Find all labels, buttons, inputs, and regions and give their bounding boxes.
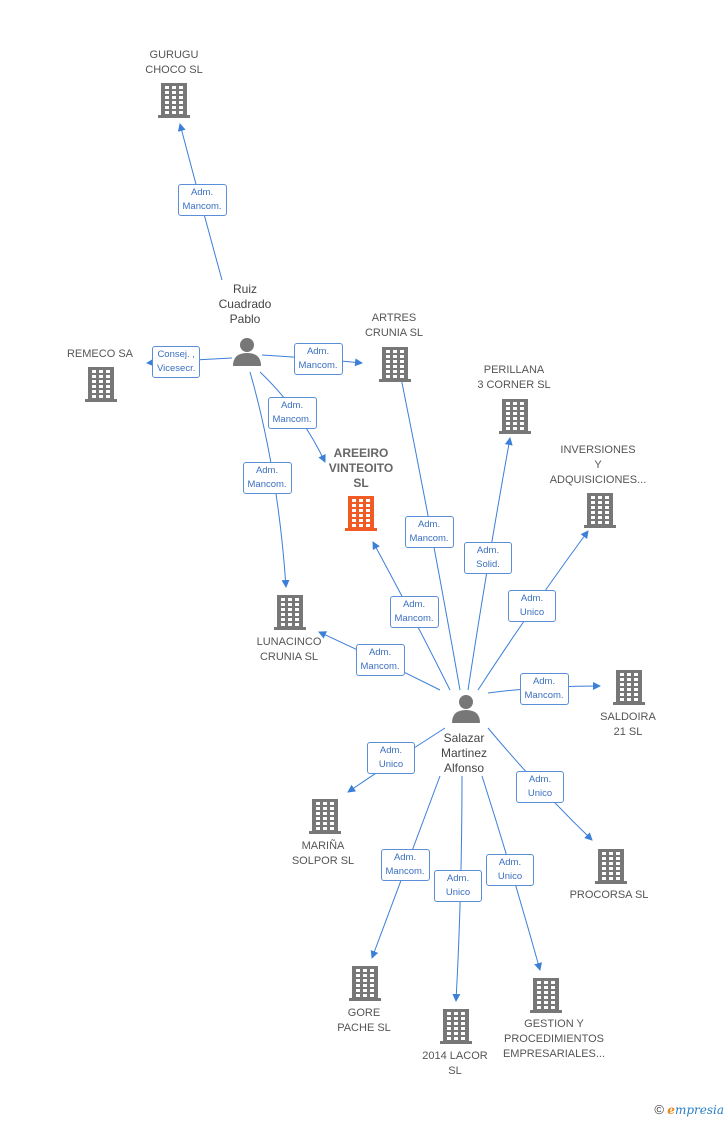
node-label-marina[interactable]: MARIÑA SOLPOR SL [291,840,355,867]
node-label-gestion[interactable]: GESTION Y PROCEDIMIENTOS EMPRESARIALES..… [502,1018,606,1060]
building-icon-gore[interactable] [349,966,381,1001]
node-label-artres[interactable]: ARTRES CRUNIA SL [364,312,424,339]
node-label-perillana[interactable]: PERILLANA 3 CORNER SL [477,364,551,391]
brand-logo[interactable]: empresia [667,1103,724,1117]
edge-label-salazar-saldoira[interactable]: Adm. Mancom. [519,673,569,705]
edge-label-ruiz-areeiro[interactable]: Adm. Mancom. [267,397,317,429]
node-label-remeco[interactable]: REMECO SA [66,348,133,360]
node-label-saldoira[interactable]: SALDOIRA 21 SL [600,711,656,738]
edge-label-salazar-marina[interactable]: Adm. Unico [367,742,415,774]
building-icon-marina[interactable] [309,799,341,834]
edge-label-salazar-artres[interactable]: Adm. Mancom. [404,516,454,548]
node-label-gore[interactable]: GORE PACHE SL [337,1007,391,1034]
edge-label-salazar-lunacinco[interactable]: Adm. Mancom. [355,644,405,676]
edge-label-ruiz-gurugu[interactable]: Adm. Mancom. [177,184,227,216]
building-icon-lacor[interactable] [440,1009,472,1044]
building-icon-saldoira[interactable] [613,670,645,705]
building-icon-lunacinco[interactable] [274,595,306,630]
node-label-inversiones[interactable]: INVERSIONES Y ADQUISICIONES... [549,444,647,486]
node-label-procorsa[interactable]: PROCORSA SL [569,889,649,901]
node-label-lacor[interactable]: 2014 LACOR SL [422,1050,488,1077]
building-icon-perillana[interactable] [499,399,531,434]
building-icon-inversiones[interactable] [584,493,616,528]
node-label-gurugu[interactable]: GURUGU CHOCO SL [145,49,203,76]
node-label-areeiro[interactable]: AREEIRO VINTEOITO SL [328,446,394,490]
edge-label-salazar-inversiones[interactable]: Adm. Unico [508,590,556,622]
edge-label-salazar-procorsa[interactable]: Adm. Unico [516,771,564,803]
edge-label-salazar-gore[interactable]: Adm. Mancom. [380,849,430,881]
building-icon-gurugu[interactable] [158,83,190,118]
edge-label-ruiz-lunacinco[interactable]: Adm. Mancom. [242,462,292,494]
copyright-footer: © empresia [654,1102,724,1117]
node-label-ruiz[interactable]: Ruiz Cuadrado Pablo [218,282,272,326]
person-icon-ruiz[interactable] [233,338,261,366]
building-icon-artres[interactable] [379,347,411,382]
copyright-icon: © [654,1102,664,1117]
edge-label-ruiz-remeco[interactable]: Consej. , Vicesecr. [152,346,201,378]
node-label-lunacinco[interactable]: LUNACINCO CRUNIA SL [256,636,322,663]
person-icon-salazar[interactable] [452,695,480,723]
building-icon-gestion[interactable] [530,978,562,1013]
building-icon-procorsa[interactable] [595,849,627,884]
building-icon-remeco[interactable] [85,367,117,402]
building-icon-areeiro[interactable] [345,496,377,531]
edge-label-ruiz-artres[interactable]: Adm. Mancom. [293,343,343,375]
edge-label-salazar-perillana[interactable]: Adm. Solid. [464,542,512,574]
node-label-salazar[interactable]: Salazar Martinez Alfonso [440,731,487,775]
edge-label-salazar-areeiro[interactable]: Adm. Mancom. [389,596,439,628]
edge-label-salazar-lacor[interactable]: Adm. Unico [434,870,482,902]
edge-label-salazar-gestion[interactable]: Adm. Unico [486,854,534,886]
